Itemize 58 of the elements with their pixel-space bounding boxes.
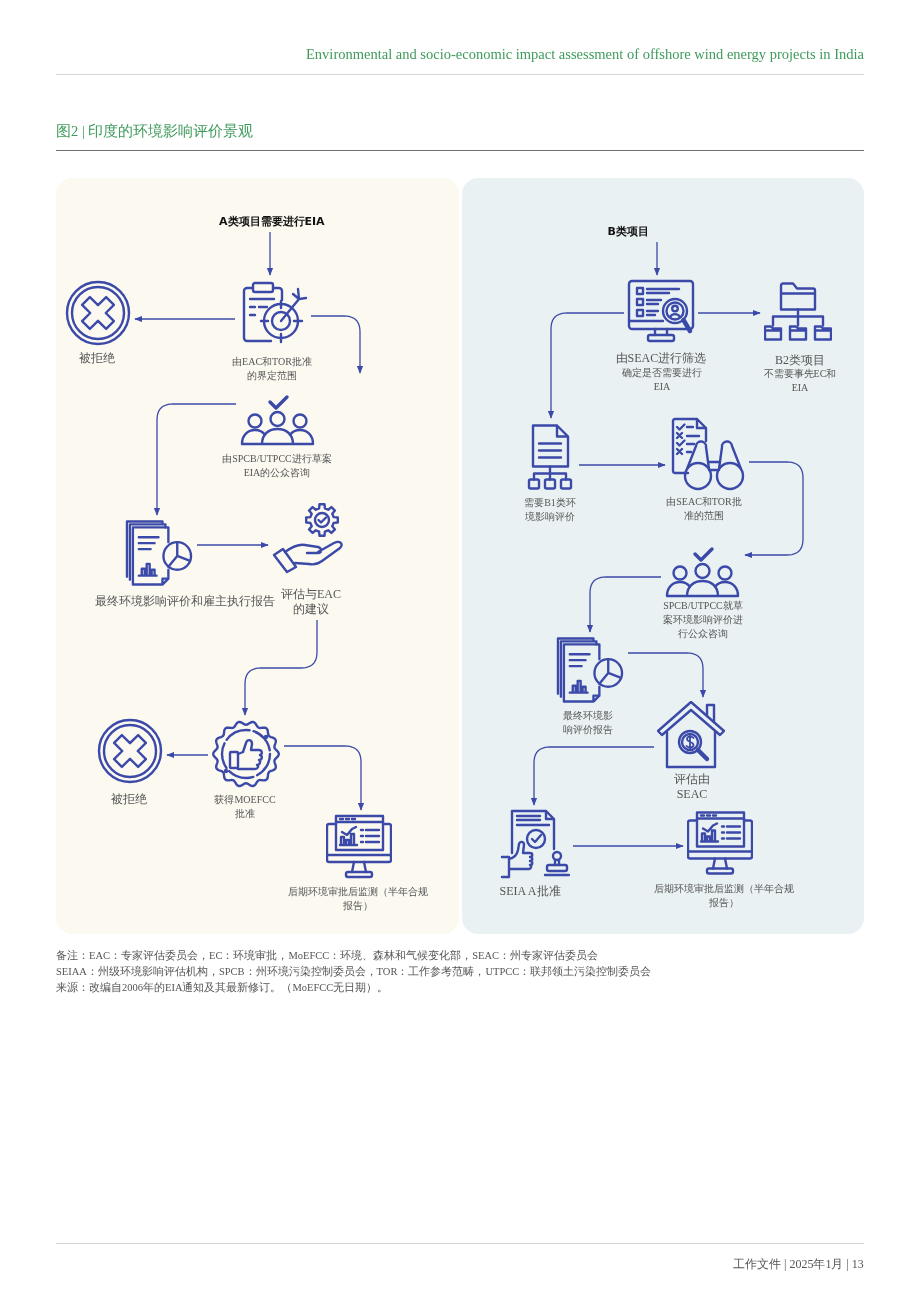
arrow [547, 312, 625, 419]
step-note: 不需要事先EC和EIA [762, 367, 838, 395]
panel [462, 178, 864, 934]
arrow [283, 745, 365, 811]
thumbs-up-badge-icon [211, 719, 281, 789]
page-footer: 工作文件 | 2025年1月 | 13 [733, 1257, 864, 1273]
arrow [530, 746, 655, 806]
checklist-binoculars-icon [669, 417, 746, 491]
step-caption: SPCB/UTPCC就草案环境影响评价进行公众咨询 [662, 599, 744, 641]
arrow [166, 751, 209, 759]
step-caption: 由SEAC进行筛选 [615, 351, 707, 366]
step-caption: 最终环境影响评价和雇主执行报告 [95, 594, 275, 609]
people-check-icon [664, 546, 741, 598]
document-stamp-icon [500, 809, 570, 879]
step-caption: 最终环境影响评价报告 [562, 709, 614, 737]
step-caption: 评估与EAC的建议 [280, 587, 342, 617]
step-caption: 需要B1类环境影响评价 [523, 496, 577, 524]
step-caption: 被拒绝 [79, 351, 115, 366]
arrow [653, 241, 661, 276]
arrow [744, 461, 804, 559]
arrow [196, 541, 269, 549]
step-caption: B2类项目 [775, 353, 825, 368]
arrow [586, 576, 662, 633]
arrow [697, 309, 761, 317]
report-documents-icon [556, 636, 625, 706]
cross-circle-icon [97, 718, 163, 784]
monitor-chart-icon [687, 810, 753, 877]
arrow [241, 619, 318, 716]
panel-heading: A类项目需要进行EIA [219, 214, 325, 229]
report-documents-icon [125, 519, 194, 589]
arrow [310, 315, 364, 374]
note-text: SEIAA：州级环境影响评估机构，SPCB：州环境污染控制委员会，TOR：工作参考范畴，UTPCC：联邦领土污染控制委员会 [56, 965, 652, 979]
panel [56, 178, 459, 934]
step-caption: 后期环境审批后监测（半年合规报告） [287, 885, 429, 913]
panel-heading: B类项目 [607, 224, 649, 239]
arrow [578, 461, 666, 469]
running-header: Environmental and socio-economic impact assessment of offshore wind energy projects in India [306, 45, 864, 64]
step-caption: 由SPCB/UTPCC进行草案EIA的公众咨询 [221, 452, 333, 480]
cross-circle-icon [65, 280, 131, 346]
step-caption: 后期环境审批后监测（半年合规报告） [653, 882, 795, 910]
step-caption: 由SEAC和TOR批准的范围 [665, 495, 743, 523]
step-note: 确定是否需要进行EIA [621, 366, 703, 394]
step-caption: 由EAC和TOR批准的界定范围 [231, 355, 313, 383]
arrow [266, 231, 274, 276]
arrow [627, 652, 707, 698]
arrow [572, 842, 684, 850]
source-note: 来源：改编自2006年的EIA通知及其最新修订。（MoEFCC无日期）。 [56, 981, 389, 995]
house-search-icon [657, 701, 725, 769]
figure-title: 图2 | 印度的环境影响评价景观 [56, 122, 254, 141]
monitor-chart-icon [326, 814, 392, 880]
arrow [134, 315, 236, 323]
step-caption: 评估由SEAC [673, 772, 711, 802]
people-check-icon [239, 394, 316, 446]
step-caption: 获得MOEFCC批准 [213, 793, 277, 821]
note-text: 备注：EAC：专家评估委员会，EC：环境审批，MoEFCC：环境、森林和气候变化部，SEAC：州专家评估委员会 [56, 949, 599, 963]
step-caption: SEIA A批准 [499, 884, 561, 899]
arrow [153, 403, 237, 516]
step-caption: 被拒绝 [111, 792, 147, 807]
